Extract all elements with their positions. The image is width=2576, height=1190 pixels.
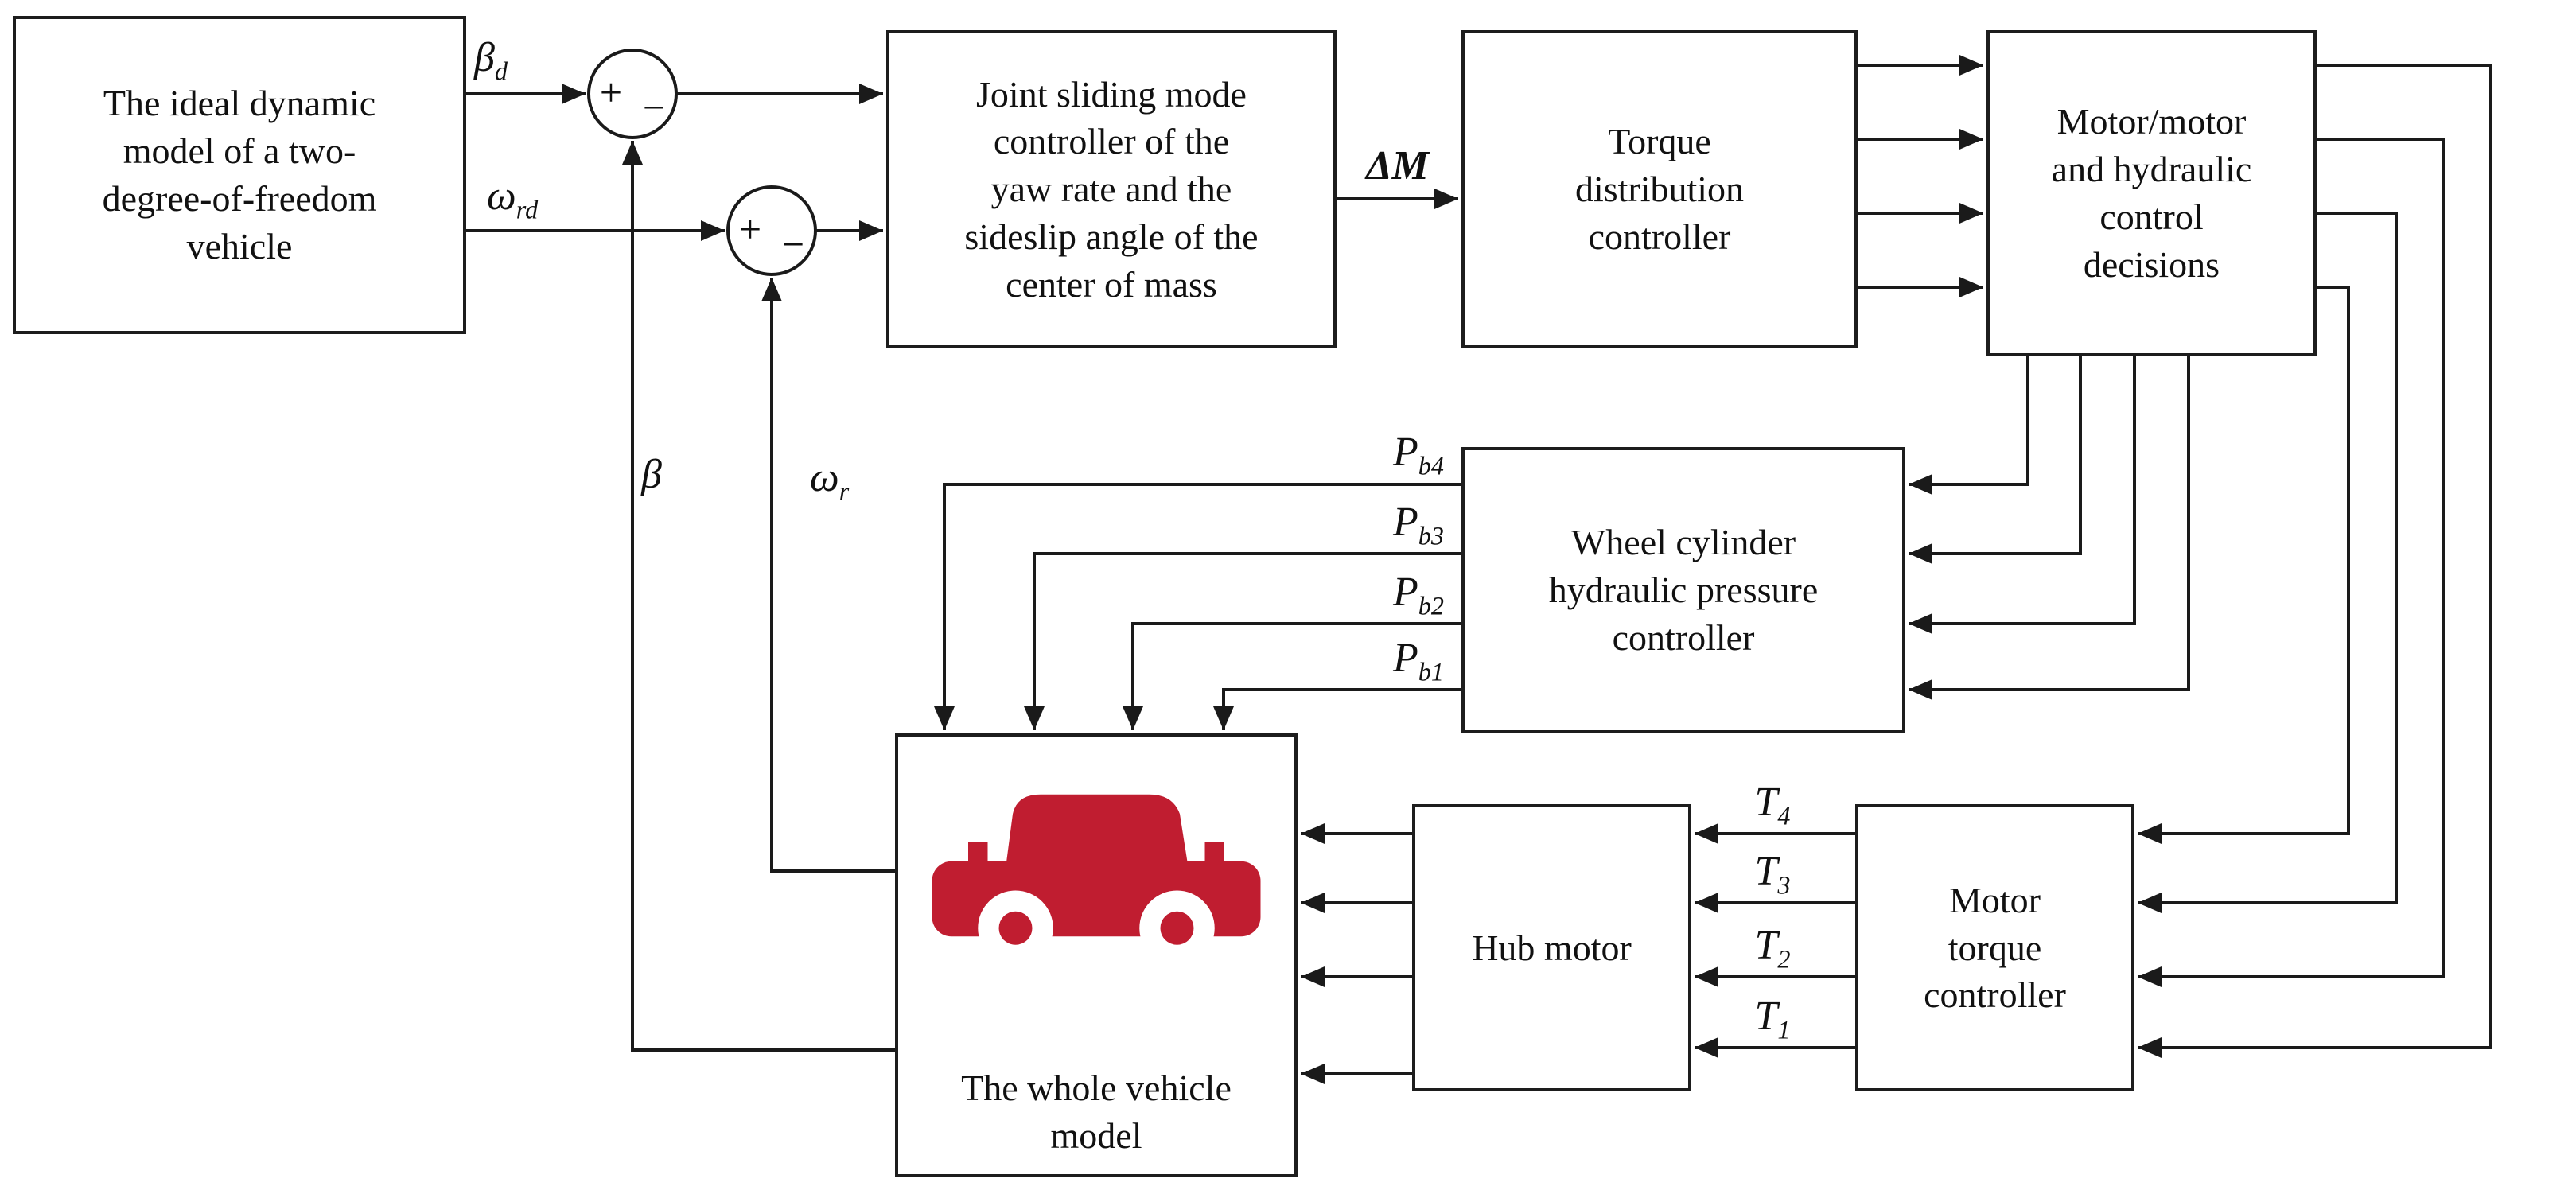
label-t2: T2 bbox=[1754, 923, 1791, 974]
car-icon bbox=[932, 794, 1261, 962]
label-pb3: Pb3 bbox=[1393, 500, 1444, 550]
block-ideal-model: The ideal dynamic model of a two- degree… bbox=[13, 16, 466, 334]
line-wcc-veh-pb1 bbox=[1213, 688, 1461, 730]
block-wheel-cylinder-controller: Wheel cylinder hydraulic pressure contro… bbox=[1461, 447, 1905, 733]
sum-junction-2 bbox=[726, 185, 817, 276]
line-mmd-mtc-4 bbox=[2138, 286, 2350, 844]
line-mmd-wcc-2 bbox=[1909, 356, 2082, 564]
line-omega-r-feedback bbox=[761, 278, 895, 873]
label-pb2: Pb2 bbox=[1393, 570, 1444, 620]
line-mmd-wcc-4 bbox=[1909, 356, 2190, 700]
line-beta-feedback bbox=[622, 141, 895, 1052]
block-torque-distribution-controller: Torque distribution controller bbox=[1461, 30, 1858, 348]
line-wcc-veh-pb3 bbox=[1024, 552, 1461, 730]
junction2-plus-sign: + bbox=[739, 207, 761, 251]
block-control-decisions-label: Motor/motor and hydraulic control decisi… bbox=[2051, 101, 2252, 285]
line-mmd-mtc-1 bbox=[2138, 64, 2492, 1058]
block-hub-motor: Hub motor bbox=[1412, 804, 1691, 1091]
block-sliding-mode-controller-label: Joint sliding mode controller of the yaw… bbox=[964, 73, 1259, 305]
block-motor-torque-controller-label: Motor torque controller bbox=[1924, 879, 2066, 1016]
line-mmd-wcc-1 bbox=[1909, 356, 2029, 495]
label-delta-m: ΔM bbox=[1366, 143, 1429, 189]
block-control-decisions: Motor/motor and hydraulic control decisi… bbox=[1986, 30, 2317, 356]
line-wcc-veh-pb4 bbox=[934, 483, 1461, 730]
label-t4: T4 bbox=[1754, 780, 1791, 830]
label-beta-d: βd bbox=[474, 35, 508, 86]
junction1-minus-sign: − bbox=[643, 85, 665, 130]
junction2-minus-sign: − bbox=[782, 222, 804, 266]
line-mmd-mtc-2 bbox=[2138, 138, 2445, 987]
label-omega-rd: ωrd bbox=[487, 173, 539, 224]
label-pb4: Pb4 bbox=[1393, 430, 1444, 480]
block-vehicle-model-label: The whole vehicle model bbox=[961, 1068, 1232, 1157]
block-vehicle-model: The whole vehicle model bbox=[895, 733, 1298, 1177]
label-pb1: Pb1 bbox=[1393, 636, 1444, 686]
label-t1: T1 bbox=[1754, 994, 1791, 1044]
label-t3: T3 bbox=[1754, 849, 1791, 900]
block-hub-motor-label: Hub motor bbox=[1472, 927, 1632, 968]
junction1-plus-sign: + bbox=[600, 70, 622, 115]
block-sliding-mode-controller: Joint sliding mode controller of the yaw… bbox=[886, 30, 1337, 348]
block-ideal-model-label: The ideal dynamic model of a two- degree… bbox=[102, 83, 377, 266]
line-mmd-wcc-3 bbox=[1909, 356, 2136, 634]
label-omega-r-feedback: ωr bbox=[810, 455, 850, 506]
line-wcc-veh-pb2 bbox=[1123, 622, 1461, 730]
block-wheel-cylinder-controller-label: Wheel cylinder hydraulic pressure contro… bbox=[1548, 522, 1819, 658]
block-torque-distribution-controller-label: Torque distribution controller bbox=[1574, 121, 1745, 257]
block-motor-torque-controller: Motor torque controller bbox=[1855, 804, 2134, 1091]
label-beta-feedback: β bbox=[641, 452, 662, 497]
sum-junction-1 bbox=[587, 49, 678, 139]
line-mmd-mtc-3 bbox=[2138, 212, 2398, 913]
